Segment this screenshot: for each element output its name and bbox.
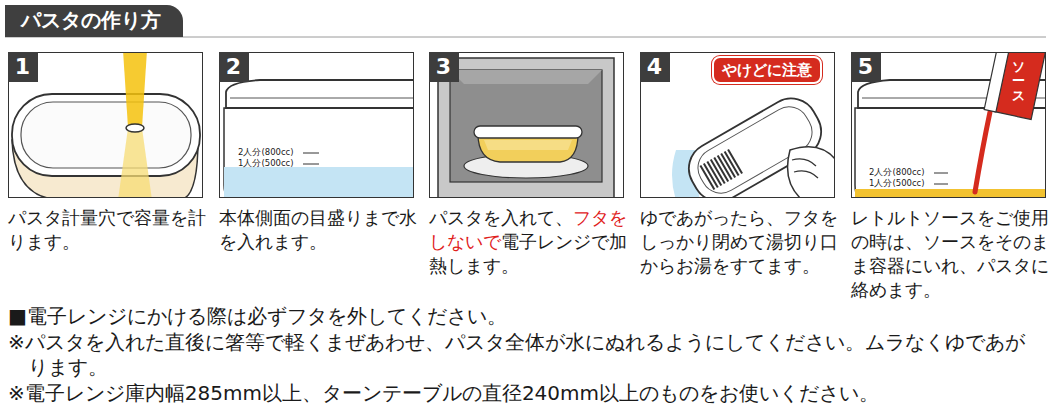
- note-text: ※パスタを入れた直後に箸等で軽くまぜあわせ、パスタ全体が水にぬれるようにしてくだ…: [8, 330, 1043, 381]
- level-mark: 1人分(500cc): [238, 158, 294, 168]
- drain-illustration-part-part: [700, 149, 742, 189]
- measure-illustration-part: [21, 102, 191, 168]
- level-mark: 1人分(500cc): [869, 178, 925, 188]
- drain-illustration-part: [788, 147, 835, 198]
- measure-illustration: [12, 52, 200, 198]
- microwave-illustration: [438, 58, 614, 198]
- microwave-illustration-part: [474, 126, 582, 138]
- note-text: ■電子レンジにかける際は必ずフタを外してください。: [8, 304, 1043, 330]
- illustration-frame: 1: [8, 52, 203, 198]
- note-text: ※電子レンジ庫内幅285mm以上、ターンテーブルの直径240mm以上のものをお使…: [8, 381, 1043, 407]
- packet-label: ソース: [1012, 60, 1025, 103]
- drain-illustration: [672, 89, 835, 198]
- measure-illustration-part: [126, 124, 144, 132]
- drain-illustration-part: [792, 159, 818, 178]
- drain-illustration-part-part-part: [728, 149, 742, 173]
- notes: ■電子レンジにかける際は必ずフタを外してください。※パスタを入れた直後に箸等で軽…: [8, 304, 1043, 406]
- sauce-illustration-part-part: [984, 52, 1010, 112]
- step-caption: レトルトソースをご使用の時は、ソースをそのまま容器にいれ、パスタに絡めます。: [851, 206, 1049, 302]
- water-illustration-part: [226, 80, 414, 108]
- microwave-illustration-part: [438, 58, 614, 198]
- measure-illustration-part: [123, 52, 147, 128]
- step-number: 2: [219, 52, 249, 82]
- step-caption: ゆであがったら、フタをしっかり閉めて湯切り口からお湯をすてます。: [640, 206, 838, 278]
- step-number: 3: [429, 52, 459, 82]
- title-tab: パスタの作り方: [5, 5, 183, 37]
- caption-text: パスタを入れて、: [429, 208, 573, 228]
- illustration-frame: 3: [429, 52, 624, 198]
- sauce-illustration-part: [984, 52, 1046, 119]
- step-caption: 本体側面の目盛りまで水を入れます。: [219, 206, 417, 254]
- step-caption: パスタを入れて、フタをしないで電子レンジで加熱します。: [429, 206, 627, 278]
- sauce-illustration: [855, 52, 1046, 198]
- sauce-illustration-part: [975, 112, 990, 192]
- microwave-illustration-part: [450, 70, 602, 84]
- microwave-illustration-part: [484, 140, 572, 150]
- measure-illustration-part: [118, 128, 152, 198]
- sauce-illustration-part: [855, 189, 1046, 198]
- step-panel: 3 パスタを入れて、フタをしないで電子レンジで加熱します。: [429, 52, 624, 278]
- sauce-illustration-part: [855, 108, 1046, 198]
- water-illustration-part: [224, 108, 414, 198]
- caption-text: レトルトソースをご使用の時は、ソースをそのまま容器にいれ、パスタに絡めます。: [851, 208, 1049, 300]
- caption-text: パスタ計量穴で容量を計ります。: [8, 208, 206, 252]
- water-illustration: [224, 80, 414, 198]
- water-illustration-part: [224, 167, 414, 198]
- warning-tag: やけどに注意: [712, 56, 822, 84]
- sauce-illustration-part: [934, 184, 948, 185]
- measure-illustration-part: [12, 94, 200, 176]
- water-illustration-part: [303, 153, 319, 154]
- step-number: 5: [851, 52, 881, 82]
- level-mark: 2人分(800cc): [869, 167, 925, 177]
- sauce-illustration-part: [934, 173, 948, 174]
- water-illustration-part: [230, 98, 414, 99]
- illustration-frame: 2: [219, 52, 414, 198]
- step-number: 1: [8, 52, 38, 82]
- step-panel: 4 ゆであがったら、フタをしっかり閉めて湯切り口からお湯をすてます。: [640, 52, 835, 278]
- water-illustration-part: [303, 164, 319, 165]
- step-number: 4: [640, 52, 670, 82]
- microwave-illustration-part: [450, 70, 602, 182]
- caption-text: 本体側面の目盛りまで水を入れます。: [219, 208, 417, 252]
- step-caption: パスタ計量穴で容量を計ります。: [8, 206, 206, 254]
- step-panel: 1 パスタ計量穴で容量を計ります。: [8, 52, 203, 254]
- caption-text: ゆであがったら、フタをしっかり閉めて湯切り口からお湯をすてます。: [640, 208, 838, 276]
- level-mark: 2人分(800cc): [238, 147, 294, 157]
